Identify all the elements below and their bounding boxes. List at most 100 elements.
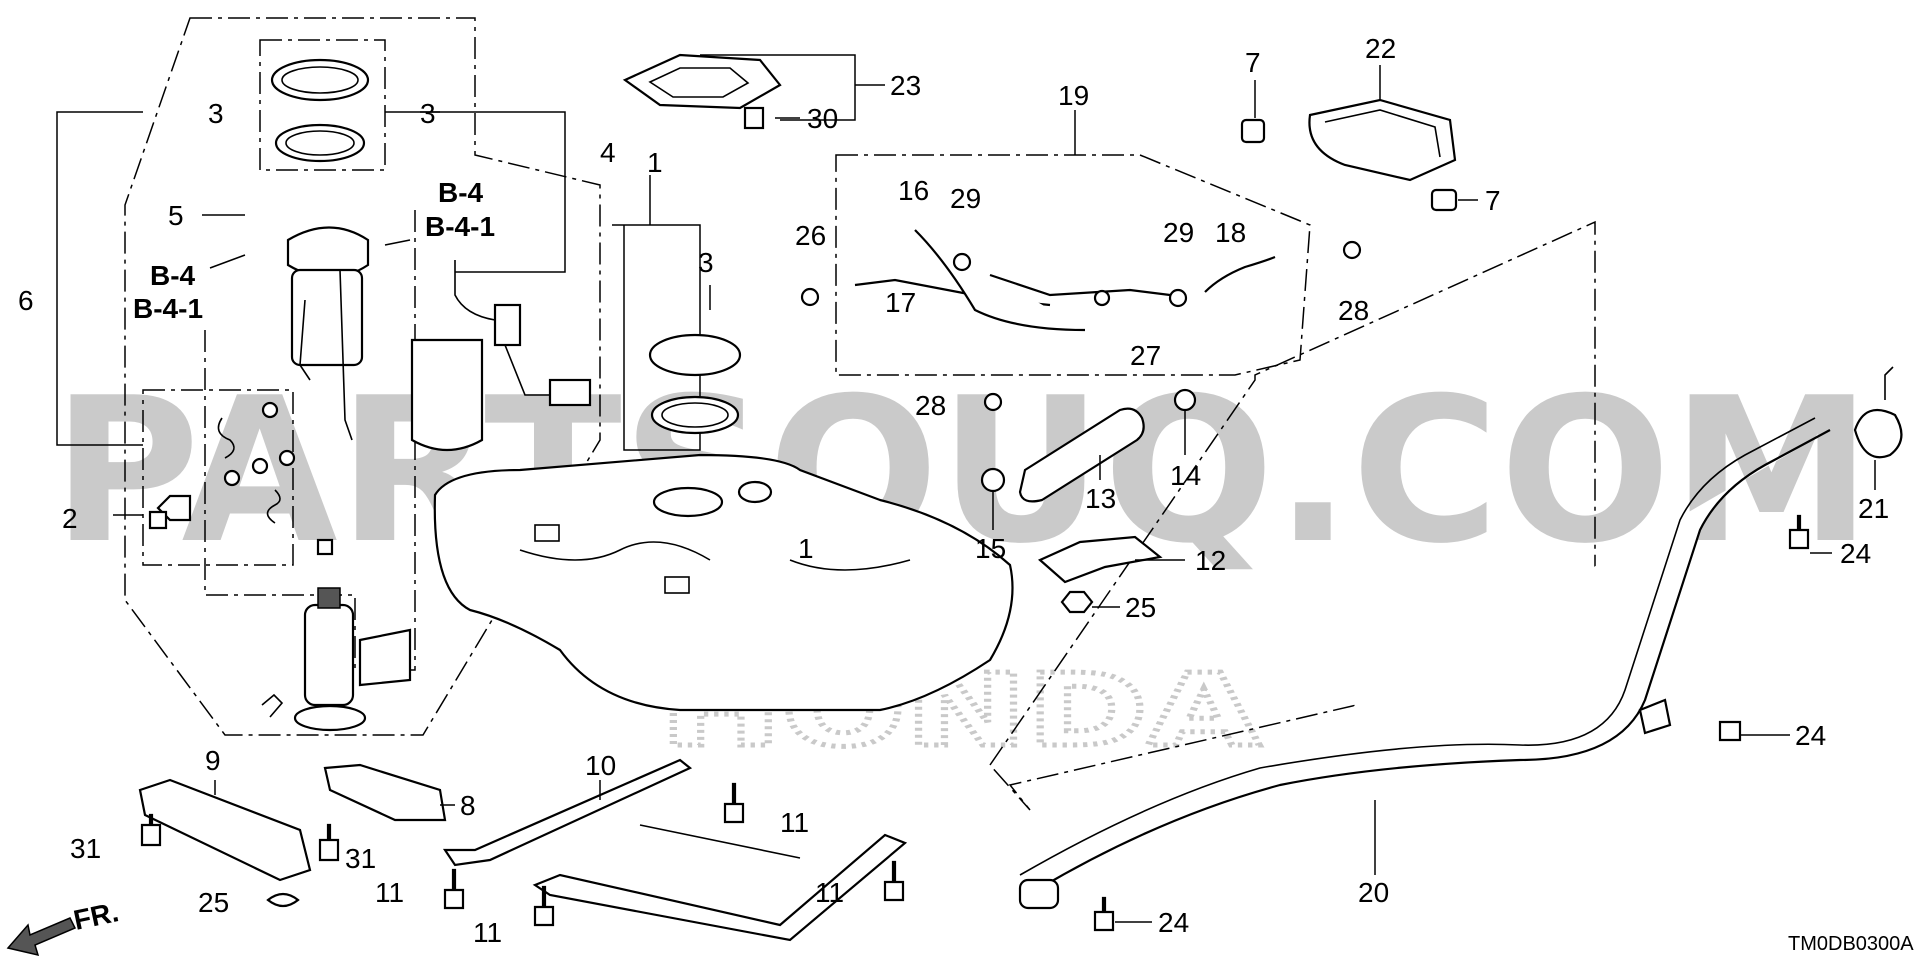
callout-19: 19 [1058,80,1089,111]
pump-module-body [290,268,364,367]
tank-strap-10b [532,833,908,942]
tank-seal-inner [285,130,355,156]
ref-b4-left: B-4 [150,260,196,291]
front-direction-indicator: FR. [6,896,122,957]
tank-ridge-a [519,541,711,561]
diagram-code: TM0DB0300A [1788,933,1914,955]
pump-clip-bottom [261,693,284,718]
bolt-31a [140,813,162,847]
ref-b4-1-right: B-4-1 [425,211,495,242]
bolt-11c [533,885,555,927]
clamp-26 [800,287,820,307]
ref-b4-right: B-4 [438,177,484,208]
fuel-tank [433,453,1014,712]
callout-3a: 3 [208,98,224,129]
bracket-1 [612,224,701,451]
seal-group-outline [259,39,386,171]
callout-2: 2 [62,503,78,534]
o-ring-c [278,449,296,467]
bolt-24c [1093,896,1115,932]
callout-16: 16 [898,175,929,206]
callout-25a: 25 [198,887,229,918]
cap-7-upper [1240,118,1266,144]
clamp-29a [952,252,972,272]
pump-module-tube [339,269,353,441]
retainer-clip-a [217,417,235,459]
callout-23: 23 [890,70,921,101]
callout-18: 18 [1215,217,1246,248]
callout-11a: 11 [780,807,809,838]
fuel-pump-bolt [148,510,168,530]
callout-1b: 1 [798,533,814,564]
filler-pipe-group-outline [989,220,1596,811]
callout-7a: 7 [1245,47,1261,78]
pump-sub-outline-b [204,205,416,671]
cover-clip [743,106,765,130]
callout-14: 14 [1170,460,1201,491]
callout-12: 12 [1195,545,1226,576]
callout-4: 4 [600,137,616,168]
shield-8 [323,763,447,822]
tank-vent-valve [737,480,773,504]
filler-pipe-breather [1019,417,1816,876]
pump-sub-outline-a [142,389,294,566]
callout-6: 6 [18,285,34,316]
callout-11b: 11 [375,877,404,908]
fuel-pump-assembly [156,58,592,732]
filler-pipe-end [1018,878,1060,910]
callout-27: 27 [1130,340,1161,371]
bracket-12 [1037,535,1163,584]
callout-31a: 31 [70,833,101,864]
bracket-23 [700,54,856,121]
o-ring-b [251,457,269,475]
lock-ring [270,58,370,102]
callouts: 3 3 3 4 5 6 2 1 1 23 30 19 7 7 22 16 29 … [18,33,1889,948]
o-ring-a [223,469,241,487]
clamp-14 [1173,388,1197,412]
callout-13: 13 [1085,483,1116,514]
clamp-28a [1342,240,1362,260]
callout-3b: 3 [420,98,436,129]
o-ring-d [261,401,279,419]
callout-24b: 24 [1795,720,1826,751]
callout-17: 17 [885,287,916,318]
filler-group-outline [835,154,1311,376]
callout-21: 21 [1858,493,1889,524]
sender-unit [493,303,522,347]
assembly-outlines [124,17,1596,811]
bracket-6 [56,111,143,446]
callout-10: 10 [585,750,616,781]
housing-22 [1308,98,1457,182]
bolts [140,510,1810,932]
tank-clip-a [534,524,560,542]
callout-29a: 29 [950,183,981,214]
hose-18 [1204,255,1276,293]
callout-24c: 24 [1158,907,1189,938]
fuel-lid-housing [1240,98,1458,212]
callout-5: 5 [168,200,184,231]
vent-hose-16 [914,229,1086,332]
pump-connector [317,587,341,609]
vent-tube [989,273,1171,297]
strap-crossbar [639,824,801,859]
callout-7b: 7 [1485,185,1501,216]
callout-11d: 11 [815,877,844,908]
filler-pipe [1018,366,1903,910]
housing-22-inner [1324,109,1441,158]
clamp-29b [1168,288,1188,308]
leader-ref-b4-right [384,239,411,246]
filler-mount-bracket [1638,698,1672,735]
clamp-15 [980,467,1006,493]
fuel-pump-group-outline [124,17,601,736]
pump-holder [358,628,412,687]
access-cover [622,53,782,110]
bolt-11d [883,860,905,902]
leader-ref-b4-left [209,254,246,269]
tank-straps [138,758,908,942]
bracket-4 [420,111,566,273]
callout-3c: 3 [698,247,714,278]
fuel-filter [303,603,355,707]
ref-b4-1-left: B-4-1 [133,293,203,324]
tank-ridge-b [789,559,911,571]
front-label: FR. [71,896,122,936]
